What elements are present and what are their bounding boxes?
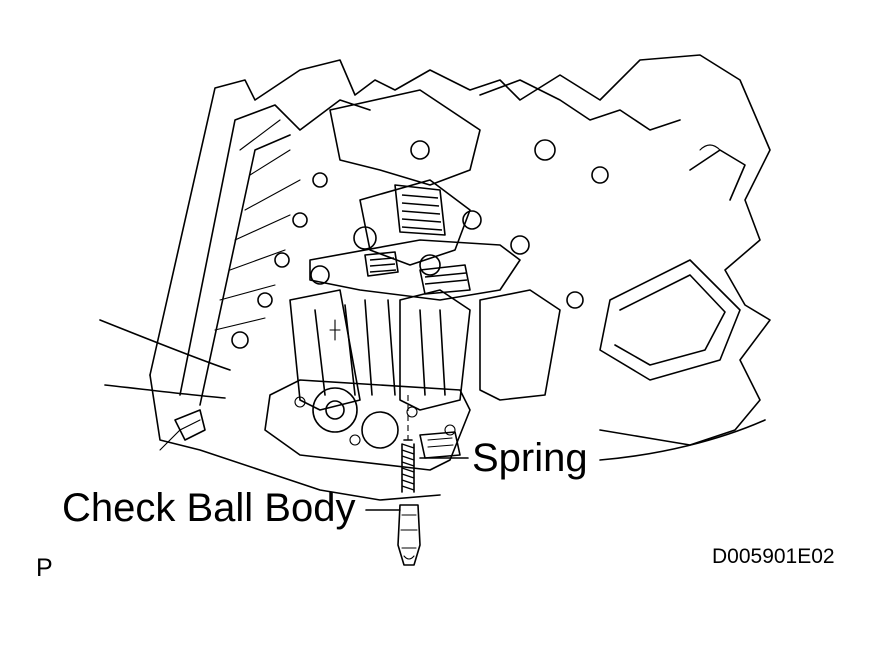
spring-label: Spring <box>472 436 588 480</box>
hatched-block <box>364 184 471 295</box>
spring-part <box>401 439 415 493</box>
transmission-housing <box>149 54 771 501</box>
lower-plate <box>264 379 471 471</box>
view-marker: P <box>36 554 53 582</box>
figure-code: D005901E02 <box>712 545 835 568</box>
check-ball-body-part <box>397 395 421 566</box>
check-ball-body-label: Check Ball Body <box>62 486 356 530</box>
valve-body <box>289 89 609 411</box>
left-passages <box>99 119 328 441</box>
